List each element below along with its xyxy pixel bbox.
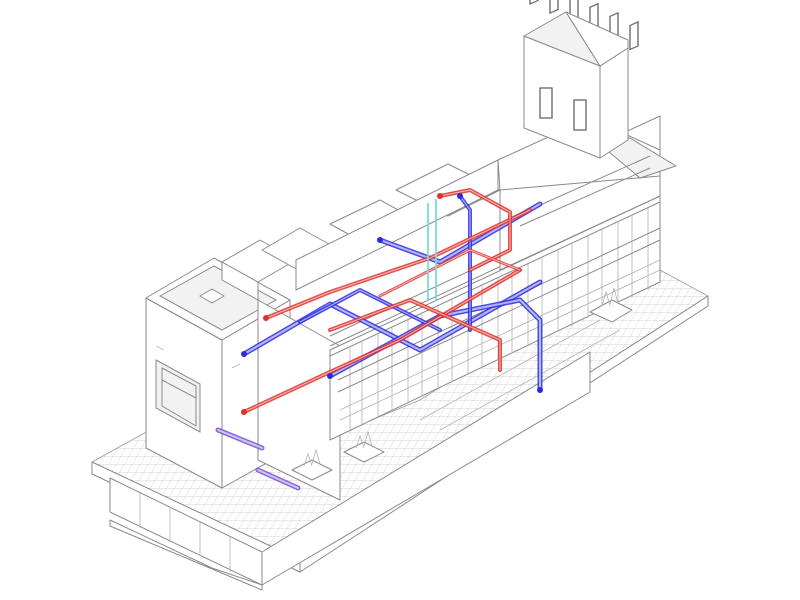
left-block-details bbox=[155, 345, 241, 369]
return-duct-core bbox=[243, 269, 521, 413]
planter-3 bbox=[589, 287, 633, 323]
return-duct-core bbox=[439, 189, 511, 271]
tower-window-left bbox=[539, 87, 553, 119]
landscaping bbox=[291, 287, 633, 481]
basement-plinth bbox=[109, 351, 591, 591]
supply-terminal-cap bbox=[241, 351, 247, 357]
return-terminal-cap bbox=[437, 193, 443, 199]
supply-duct-core bbox=[459, 195, 471, 331]
return-terminal-cap bbox=[241, 409, 247, 415]
paving-grid bbox=[419, 319, 621, 431]
tower bbox=[522, 11, 629, 159]
planter-1 bbox=[291, 448, 333, 481]
planter-2 bbox=[343, 430, 385, 463]
plinth-side bbox=[261, 351, 591, 586]
supply-terminal-cap bbox=[457, 193, 463, 199]
exhaust-duct-core bbox=[257, 469, 299, 489]
opening-frame bbox=[161, 367, 197, 427]
supply-terminal-cap bbox=[377, 237, 383, 243]
riser-duct-core bbox=[427, 199, 437, 301]
return-duct-core bbox=[329, 299, 501, 371]
supply-terminal-cap bbox=[537, 387, 543, 393]
tower-window-right bbox=[573, 99, 587, 131]
plinth-step bbox=[109, 519, 263, 591]
return-duct-core bbox=[265, 209, 531, 319]
plinth-pilasters bbox=[139, 493, 231, 572]
supply-duct-core bbox=[299, 289, 441, 331]
supply-duct-core bbox=[243, 281, 541, 355]
tower-roof-side bbox=[565, 11, 629, 67]
roof-hatch bbox=[199, 288, 225, 304]
mechanical-ductwork bbox=[215, 188, 543, 491]
tower-side bbox=[599, 47, 629, 159]
supply-terminal-cap bbox=[327, 373, 333, 379]
exhaust-duct-core bbox=[217, 429, 263, 449]
return-terminal-cap bbox=[263, 315, 269, 321]
left-block-opening bbox=[155, 359, 201, 433]
return-duct-core bbox=[379, 249, 521, 297]
